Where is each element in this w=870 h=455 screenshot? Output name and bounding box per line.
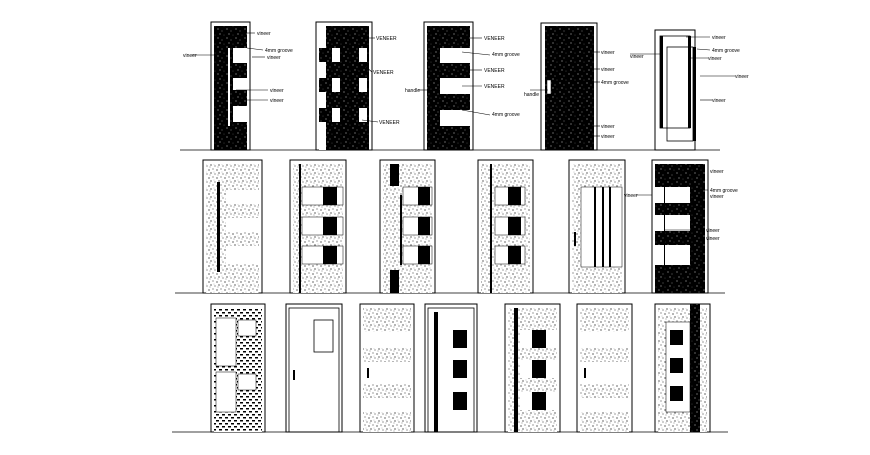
annotation-label: vineer <box>708 56 722 62</box>
door-r2-1 <box>202 159 263 294</box>
annotation-label: vineer <box>183 53 197 59</box>
door-r2-3 <box>379 159 436 294</box>
door-r3-5 <box>504 303 561 433</box>
door-r1-1: vineer 4mm groove vineer vineer vineer v… <box>183 21 293 151</box>
door-r3-2 <box>285 303 343 433</box>
annotation-label: VENEER <box>484 68 505 74</box>
annotation-label: VENEER <box>379 120 400 126</box>
door-r2-2 <box>289 159 347 294</box>
annotation-label: vineer <box>601 67 615 73</box>
door-r3-4 <box>424 303 478 433</box>
annotation-label: VENEER <box>373 70 394 76</box>
annotation-label: vineer <box>735 74 749 80</box>
annotation-label: vineer <box>710 169 724 175</box>
annotation-label: handle <box>524 92 539 98</box>
annotation-label: 4mm groove <box>492 52 520 58</box>
annotation-label: vineer <box>601 50 615 56</box>
annotation-label: 4mm groove <box>710 188 738 194</box>
annotation-label: handle <box>405 88 420 94</box>
door-r3-3 <box>359 303 415 433</box>
door-r3-6 <box>576 303 633 433</box>
door-r3-7 <box>654 303 711 433</box>
annotation-label: VENEER <box>376 36 397 42</box>
annotation-label: 4mm groove <box>492 112 520 118</box>
annotation-label: vineer <box>601 124 615 130</box>
door-r1-4: vineer vineer 4mm groove handle vineer v… <box>524 22 629 151</box>
annotation-label: vineer <box>270 98 284 104</box>
annotation-label: vineer <box>706 228 720 234</box>
annotation-label: vineer <box>270 88 284 94</box>
annotation-label: 4mm groove <box>265 48 293 54</box>
annotation-label: vineer <box>706 236 720 242</box>
door-r1-2: VENEER VENEER VENEER <box>315 21 400 151</box>
annotation-label: vineer <box>624 193 638 199</box>
annotation-label: vineer <box>712 35 726 41</box>
door-r2-4 <box>477 159 534 294</box>
door-r2-6: vineer 4mm groove vineer vineer vineer <box>651 159 738 294</box>
annotation-label: VENEER <box>484 36 505 42</box>
annotation-label: vineer <box>710 194 724 200</box>
annotation-label: vineer <box>712 98 726 104</box>
annotation-label: vineer <box>257 31 271 37</box>
annotation-label: vineer <box>267 55 281 61</box>
door-r1-3: VENEER 4mm groove VENEER VENEER 4mm groo… <box>405 21 520 151</box>
door-r2-5: vineer <box>568 159 660 294</box>
annotation-label: vineer <box>601 134 615 140</box>
door-r3-1 <box>210 303 266 433</box>
annotation-label: 4mm groove <box>601 80 629 86</box>
annotation-label: vineer <box>630 54 644 60</box>
door-r1-5: vineer 4mm groove vineer vineer vineer v… <box>630 29 749 151</box>
annotation-label: VENEER <box>484 84 505 90</box>
annotation-label: 4mm groove <box>712 48 740 54</box>
